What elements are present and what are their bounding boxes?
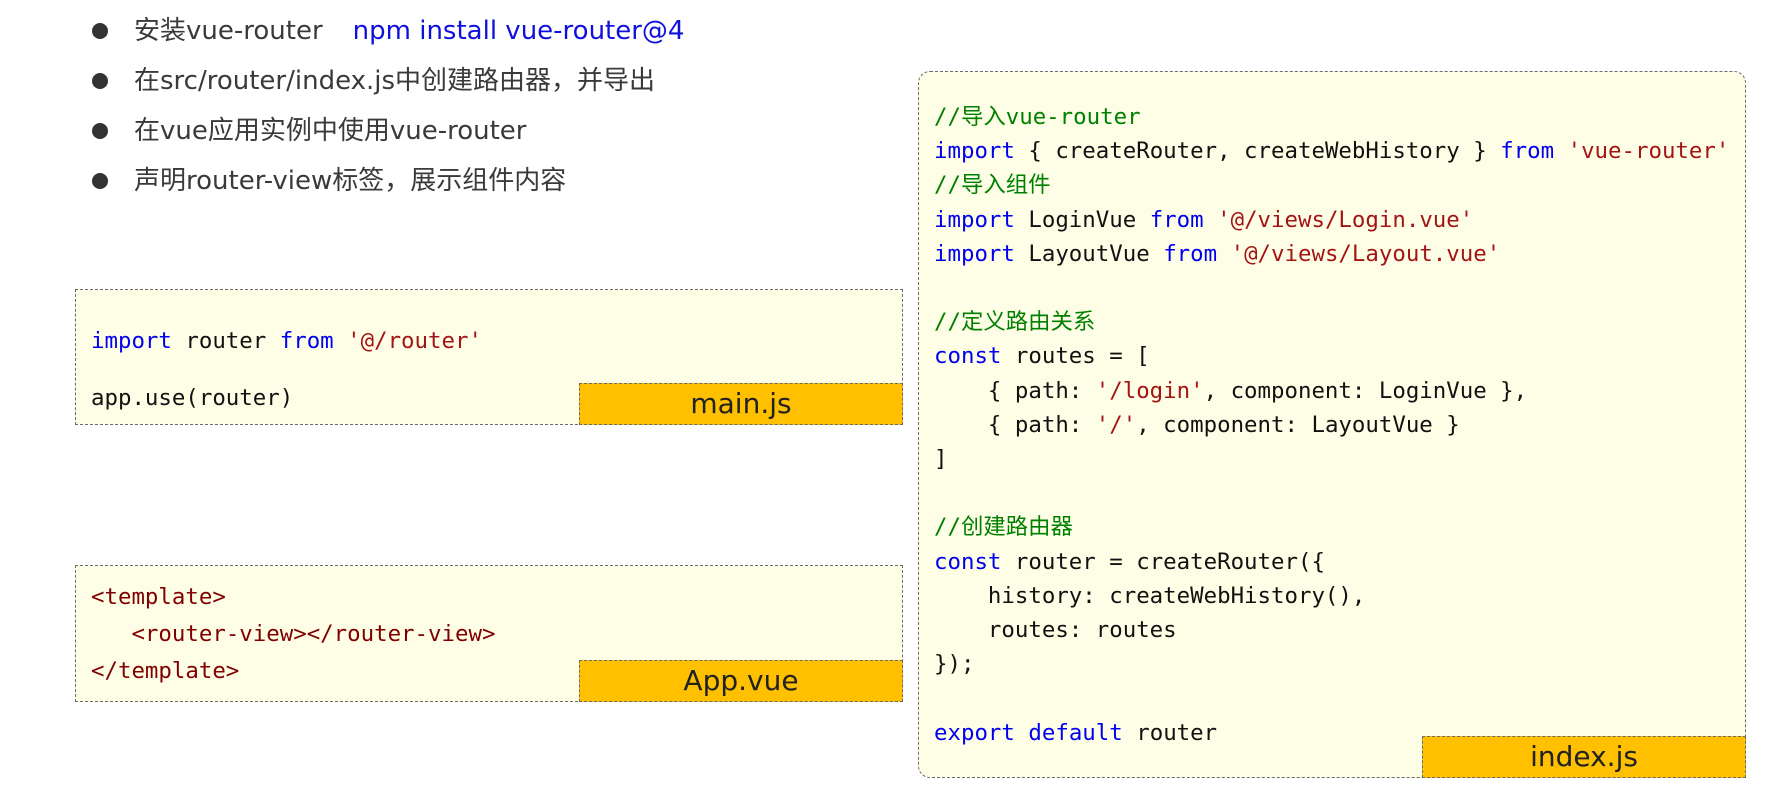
code-text: routes = [	[1001, 343, 1150, 370]
index-js-file-label: index.js	[1422, 736, 1746, 778]
code-keyword: from	[1163, 240, 1218, 267]
code-keyword: from	[1149, 206, 1204, 233]
code-text: router = createRouter({	[1001, 548, 1325, 575]
bullet-text: 在src/router/index.js中创建路由器，并导出	[134, 66, 656, 96]
bullet-text: 声明router-view标签，展示组件内容	[134, 166, 567, 196]
code-text	[334, 328, 347, 354]
bullet-list: 安装vue-router npm install vue-router@4 在sr…	[86, 6, 684, 206]
code-comment: //导入组件	[934, 172, 1051, 199]
code-text: { path:	[934, 377, 1096, 404]
code-comment: //导入vue-router	[934, 104, 1141, 130]
bullet-text: 在vue应用实例中使用vue-router	[134, 116, 527, 146]
code-tag: <template>	[91, 584, 226, 610]
code-text: LayoutVue	[1014, 240, 1164, 267]
index-js-code-panel: //导入vue-router import { createRouter, cr…	[918, 71, 1746, 778]
code-text	[91, 621, 131, 647]
code-comment: //定义路由关系	[934, 309, 1096, 336]
code-text: });	[934, 651, 975, 678]
code-keyword: const	[934, 548, 1002, 575]
code-keyword: from	[279, 328, 334, 354]
code-text: , component: LayoutVue }	[1136, 411, 1460, 438]
code-text	[1015, 720, 1028, 746]
code-keyword: import	[934, 240, 1015, 267]
code-string: '@/views/Login.vue'	[1217, 206, 1474, 233]
code-tag: <router-view></router-view>	[131, 621, 496, 647]
code-keyword: import	[934, 206, 1015, 233]
bullet-dot-icon	[92, 23, 108, 39]
bullet-item-create-router: 在src/router/index.js中创建路由器，并导出	[86, 56, 684, 106]
code-string: '@/router'	[347, 328, 482, 354]
app-vue-file-label: App.vue	[579, 660, 903, 702]
install-command: npm install vue-router@4	[352, 16, 685, 46]
code-text: { path:	[934, 411, 1096, 438]
code-text: routes: routes	[934, 617, 1177, 644]
bullet-text: 安装vue-router	[134, 16, 323, 46]
bullet-dot-icon	[92, 173, 108, 189]
app-vue-code: <template> <router-view></router-view> <…	[91, 579, 495, 690]
code-string: '/login'	[1095, 377, 1204, 404]
main-js-code-panel: import router from '@/router' app.use(ro…	[75, 289, 903, 425]
code-text: , component: LoginVue },	[1203, 377, 1528, 404]
bullet-item-install: 安装vue-router npm install vue-router@4	[86, 6, 684, 56]
code-comment: //创建路由器	[934, 514, 1073, 541]
code-text	[1217, 241, 1230, 267]
bullet-dot-icon	[92, 73, 108, 89]
code-string: '@/views/Layout.vue'	[1230, 240, 1501, 267]
code-tag: </template>	[91, 658, 240, 684]
bullet-item-router-view: 声明router-view标签，展示组件内容	[86, 156, 684, 206]
code-text: router	[1122, 719, 1218, 746]
main-js-file-label: main.js	[579, 383, 903, 425]
code-string: '/'	[1095, 411, 1137, 438]
bullet-item-use-router: 在vue应用实例中使用vue-router	[86, 106, 684, 156]
code-text: app.use(router)	[91, 385, 294, 411]
code-keyword: import	[934, 138, 1015, 165]
code-text: ]	[934, 446, 948, 473]
code-keyword: from	[1500, 138, 1555, 165]
code-text: LoginVue	[1014, 206, 1150, 233]
main-js-code: import router from '@/router' app.use(ro…	[91, 313, 482, 427]
bullet-dot-icon	[92, 123, 108, 139]
code-string: 'vue-router'	[1567, 138, 1730, 165]
code-text: history: createWebHistory(),	[934, 582, 1366, 609]
code-keyword: import	[91, 328, 172, 354]
app-vue-code-panel: <template> <router-view></router-view> <…	[75, 565, 903, 702]
code-keyword: default	[1028, 719, 1123, 746]
code-text: router	[171, 328, 280, 354]
index-js-code: //导入vue-router import { createRouter, cr…	[934, 100, 1729, 750]
code-text	[1204, 207, 1217, 233]
code-text	[1554, 138, 1567, 164]
code-keyword: const	[934, 343, 1002, 370]
code-text: { createRouter, createWebHistory }	[1014, 138, 1501, 165]
code-keyword: export	[934, 719, 1015, 746]
